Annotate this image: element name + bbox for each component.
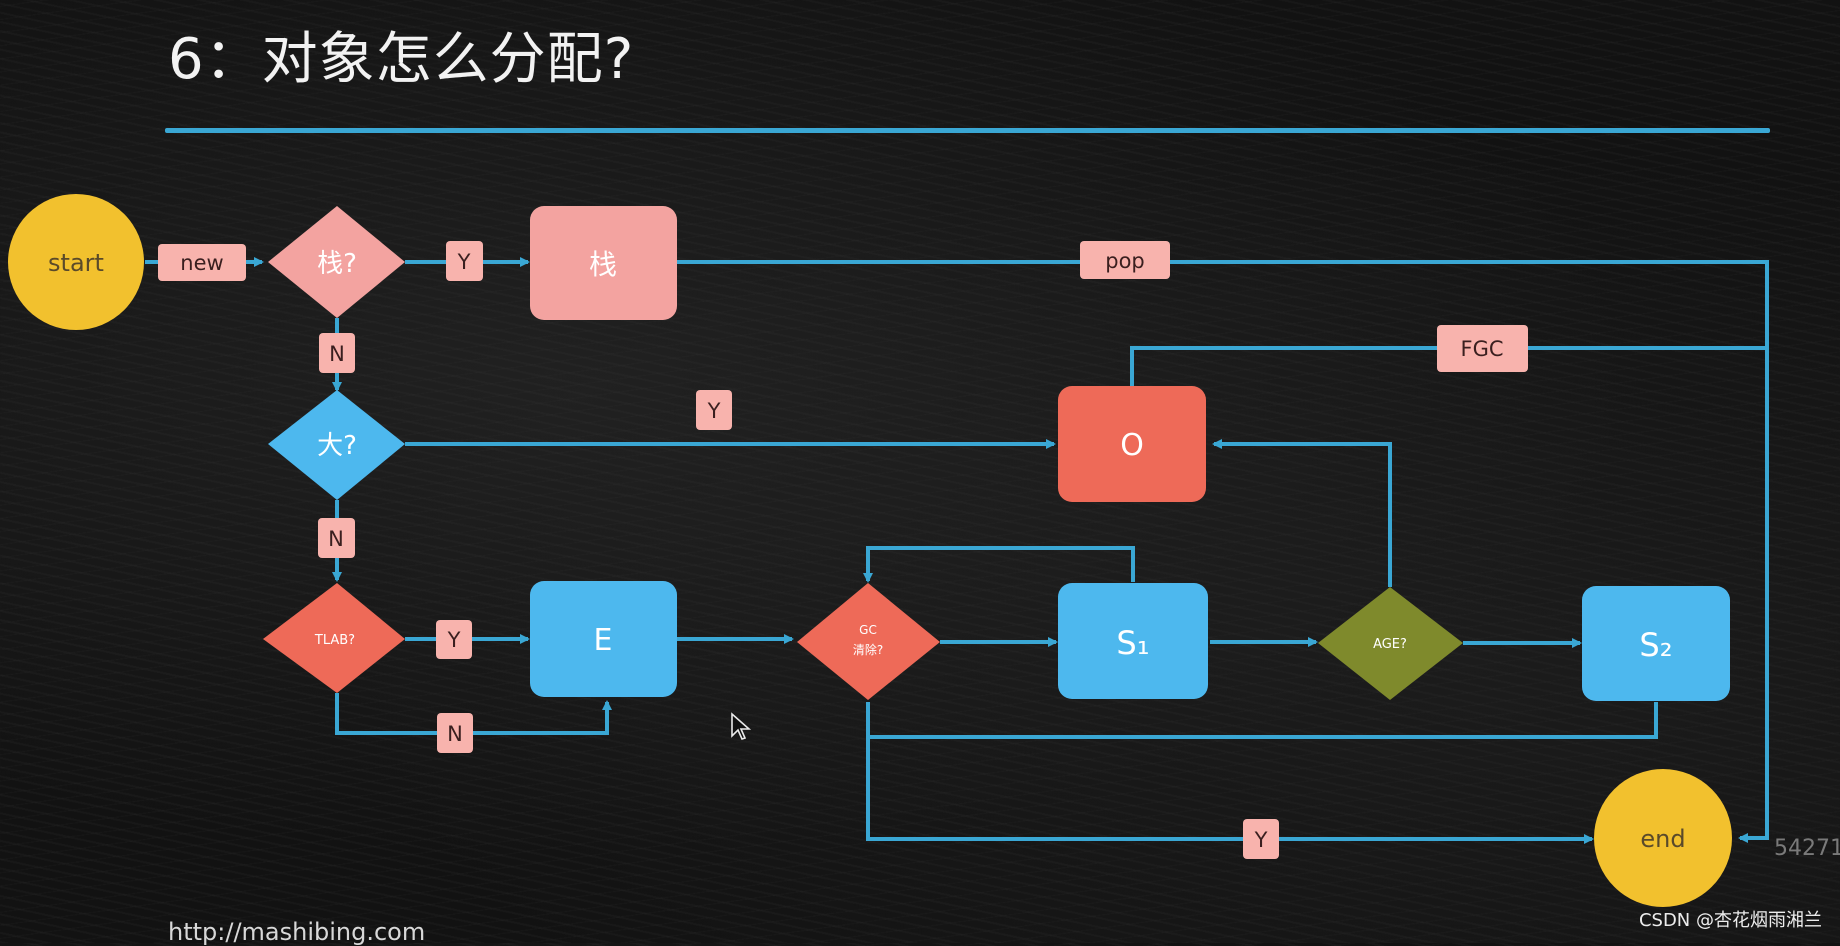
tlab-decision: TLAB?	[263, 583, 405, 693]
edge-gc-q-to-end	[866, 702, 1594, 844]
edge-s1-to-gc-q	[863, 546, 1135, 583]
old-generation-box: O	[1058, 386, 1206, 502]
start-node: start	[8, 194, 144, 330]
svg-text:Y: Y	[447, 628, 461, 652]
connectors	[145, 257, 1769, 844]
label-big-yes: Y	[696, 390, 732, 430]
old-generation-label: O	[1120, 428, 1144, 463]
title-divider	[165, 128, 1770, 133]
label-stack-no: N	[319, 333, 355, 373]
footer-url: http://mashibing.com	[168, 918, 426, 946]
survivor2-box: S₂	[1582, 586, 1730, 701]
label-fgc: FGC	[1437, 325, 1528, 372]
label-gc-yes: Y	[1243, 819, 1279, 859]
svg-text:Y: Y	[1254, 828, 1268, 852]
edge-stack-to-end	[677, 260, 1769, 843]
edge-old-fgc	[1130, 346, 1767, 386]
eden-box: E	[530, 581, 677, 697]
label-big-no: N	[318, 518, 355, 558]
svg-text:N: N	[447, 722, 463, 746]
page-title: 6：对象怎么分配?	[168, 27, 635, 92]
edge-s2-to-gc-q	[866, 702, 1658, 739]
stack-box: 栈	[530, 206, 677, 320]
csdn-watermark: CSDN @杏花烟雨湘兰	[1638, 910, 1822, 931]
survivor2-label: S₂	[1639, 626, 1672, 664]
svg-text:Y: Y	[457, 250, 471, 274]
big-object-decision: 大?	[268, 390, 405, 500]
label-new: new	[158, 244, 246, 281]
end-label: end	[1640, 825, 1685, 853]
svg-text:N: N	[329, 342, 345, 366]
tlab-decision-label: TLAB?	[314, 633, 355, 648]
label-pop: pop	[1080, 241, 1170, 279]
side-id-number: 54271	[1774, 836, 1840, 861]
stack-decision-label: 栈?	[317, 249, 357, 279]
stack-box-label: 栈	[589, 248, 617, 281]
gc-clear-label-line1: GC	[859, 623, 877, 637]
svg-text:N: N	[328, 527, 344, 551]
start-label: start	[48, 249, 104, 277]
svg-text:new: new	[180, 251, 223, 275]
edge-age-q-to-old	[1212, 439, 1392, 587]
survivor1-box: S₁	[1058, 583, 1208, 699]
end-node: end	[1594, 769, 1732, 907]
svg-text:FGC: FGC	[1460, 337, 1503, 361]
gc-clear-label-line2: 清除?	[853, 642, 883, 657]
age-decision: AGE?	[1318, 587, 1463, 700]
svg-text:pop: pop	[1105, 249, 1145, 273]
stack-decision: 栈?	[268, 206, 405, 318]
survivor1-label: S₁	[1116, 624, 1149, 662]
edge-labels: new Y pop N FGC Y N Y	[158, 241, 1528, 859]
age-decision-label: AGE?	[1373, 637, 1407, 652]
label-stack-yes: Y	[446, 241, 483, 281]
mouse-cursor-icon	[730, 712, 752, 746]
label-tlab-yes: Y	[436, 620, 472, 659]
gc-clear-decision: GC 清除?	[797, 583, 940, 700]
big-object-decision-label: 大?	[317, 431, 357, 461]
label-tlab-no: N	[437, 713, 473, 753]
eden-label: E	[594, 623, 613, 658]
svg-text:Y: Y	[707, 399, 721, 423]
